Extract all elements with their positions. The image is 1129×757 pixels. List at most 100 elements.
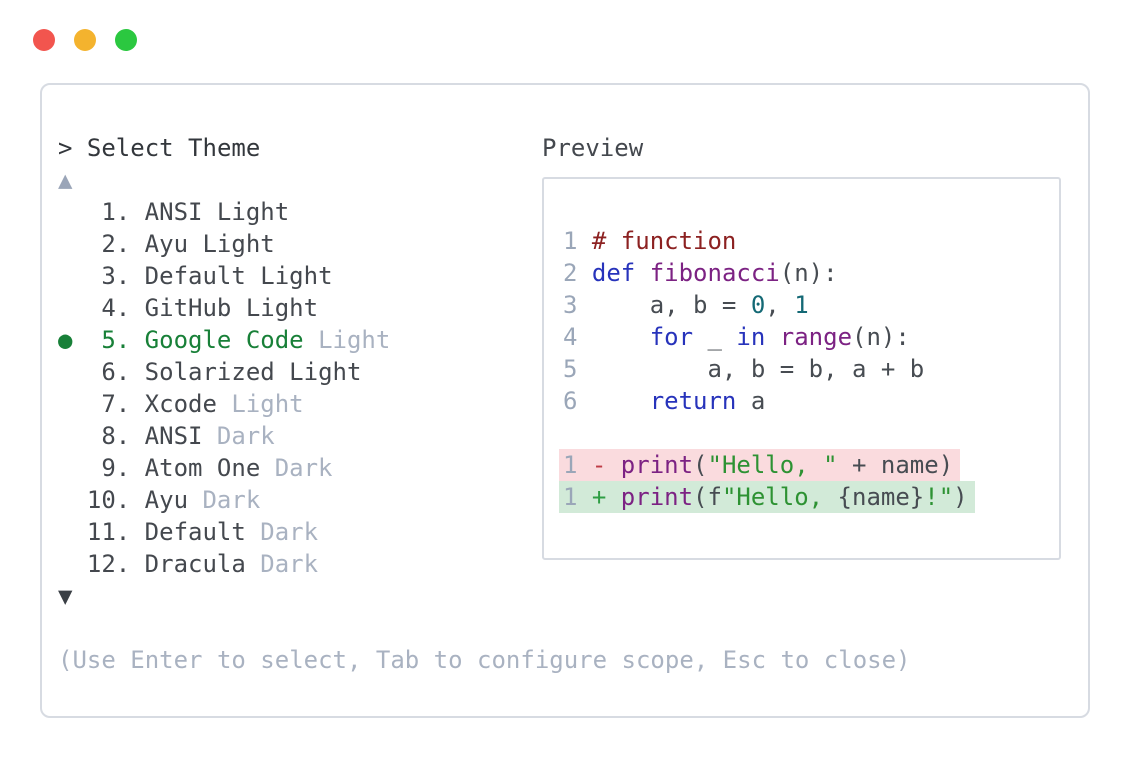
traffic-lights (33, 29, 137, 51)
line-number: 1 (563, 227, 578, 255)
line-number: 1 (563, 483, 578, 511)
theme-list-item[interactable]: ● 5. Google Code Light (58, 324, 542, 356)
token-plain (592, 323, 650, 351)
close-button[interactable] (33, 29, 55, 51)
theme-list-item[interactable]: 1. ANSI Light (58, 196, 542, 228)
theme-selector-panel: > Select Theme ▲ 1. ANSI Light 2. Ayu Light… (40, 83, 1090, 718)
token-number: 1 (794, 291, 809, 319)
theme-number: 11. (86, 518, 131, 546)
zoom-button[interactable] (115, 29, 137, 51)
token-function: print (620, 451, 694, 479)
theme-name: ANSI (144, 422, 203, 450)
theme-variant: Light (231, 390, 304, 418)
theme-name: Solarized Light (144, 358, 362, 386)
theme-number: 1. (101, 198, 131, 226)
theme-number: 4. (101, 294, 131, 322)
token-plain: ( (693, 451, 708, 479)
theme-list-item[interactable]: 10. Ayu Dark (58, 484, 542, 516)
token-string: "Hello, " (707, 451, 838, 479)
token-plain: a, b = b, a + b (591, 355, 925, 383)
token-number: 0 (750, 291, 766, 319)
theme-number: 7. (101, 390, 131, 418)
theme-name: Dracula (144, 550, 246, 578)
code-line: 4 for _ in range(n): (563, 321, 1059, 353)
theme-name: Default Light (144, 262, 333, 290)
token-diff_added_sign: + (591, 483, 621, 511)
theme-number: 6. (101, 358, 131, 386)
panel-columns: > Select Theme ▲ 1. ANSI Light 2. Ayu Light… (58, 132, 1072, 612)
line-number: 1 (563, 451, 578, 479)
theme-variant: Light (318, 326, 391, 354)
theme-list-item[interactable]: 6. Solarized Light (58, 356, 542, 388)
token-string: !" (924, 483, 954, 511)
theme-name: Ayu (144, 486, 189, 514)
theme-number: 5. (101, 326, 131, 354)
code-line (563, 417, 1059, 449)
code-line: 1 # function (563, 225, 1059, 257)
diff-highlight: 1+ print(f"Hello, {name}!") (559, 481, 975, 513)
theme-variant: Dark (260, 550, 319, 578)
token-comment: # function (591, 227, 737, 255)
token-plain: ) (953, 483, 968, 511)
token-plain: + name) (837, 451, 954, 479)
theme-number: 3. (101, 262, 131, 290)
minimize-button[interactable] (74, 29, 96, 51)
scroll-up-icon[interactable]: ▲ (58, 166, 73, 194)
theme-list-item[interactable]: 8. ANSI Dark (58, 420, 542, 452)
theme-list-column: > Select Theme ▲ 1. ANSI Light 2. Ayu Light… (58, 132, 542, 612)
theme-number: 8. (101, 422, 131, 450)
line-number: 2 (563, 259, 578, 287)
code-line: 3 a, b = 0, 1 (563, 289, 1059, 321)
token-function: fibonacci (649, 259, 780, 287)
theme-name: Atom One (144, 454, 261, 482)
token-function: print (620, 483, 694, 511)
token-plain: {name} (837, 483, 925, 511)
token-keyword: for (649, 323, 694, 351)
token-plain (635, 259, 649, 287)
token-keyword: in (736, 323, 766, 351)
diff-line-removed: 1- print("Hello, " + name) (559, 449, 1059, 481)
theme-name: GitHub Light (144, 294, 319, 322)
token-plain (765, 323, 779, 351)
theme-name: Ayu Light (144, 230, 275, 258)
token-string: "Hello, (721, 483, 838, 511)
diff-line-added: 1+ print(f"Hello, {name}!") (559, 481, 1059, 513)
token-plain: (n): (779, 259, 838, 287)
theme-list-item[interactable]: 11. Default Dark (58, 516, 542, 548)
token-plain: a (736, 387, 766, 415)
theme-name: ANSI Light (144, 198, 290, 226)
theme-variant: Dark (202, 486, 261, 514)
theme-number: 2. (101, 230, 131, 258)
theme-variant: Dark (260, 518, 319, 546)
code-line: 6 return a (563, 385, 1059, 417)
theme-name: Xcode (144, 390, 217, 418)
theme-list-item[interactable]: 2. Ayu Light (58, 228, 542, 260)
theme-list-item[interactable]: 7. Xcode Light (58, 388, 542, 420)
prompt-header: > Select Theme (58, 134, 261, 162)
theme-list-item[interactable]: 3. Default Light (58, 260, 542, 292)
theme-name: Google Code (144, 326, 304, 354)
scroll-down-icon[interactable]: ▼ (58, 582, 73, 610)
token-diff_removed_sign: - (591, 451, 621, 479)
code-line: 5 a, b = b, a + b (563, 353, 1059, 385)
selected-bullet-icon: ● (58, 326, 73, 354)
token-plain: a, b = (591, 291, 751, 319)
token-plain (592, 387, 650, 415)
token-function: range (779, 323, 853, 351)
theme-number: 9. (101, 454, 131, 482)
theme-number: 10. (86, 486, 131, 514)
theme-list-item[interactable]: 9. Atom One Dark (58, 452, 542, 484)
token-plain: , (765, 291, 795, 319)
theme-list-item[interactable]: 4. GitHub Light (58, 292, 542, 324)
token-plain: _ (693, 323, 737, 351)
theme-name: Default (144, 518, 246, 546)
diff-highlight: 1- print("Hello, " + name) (559, 449, 961, 481)
line-number: 5 (563, 355, 578, 383)
theme-variant: Dark (216, 422, 275, 450)
theme-variant: Dark (274, 454, 333, 482)
